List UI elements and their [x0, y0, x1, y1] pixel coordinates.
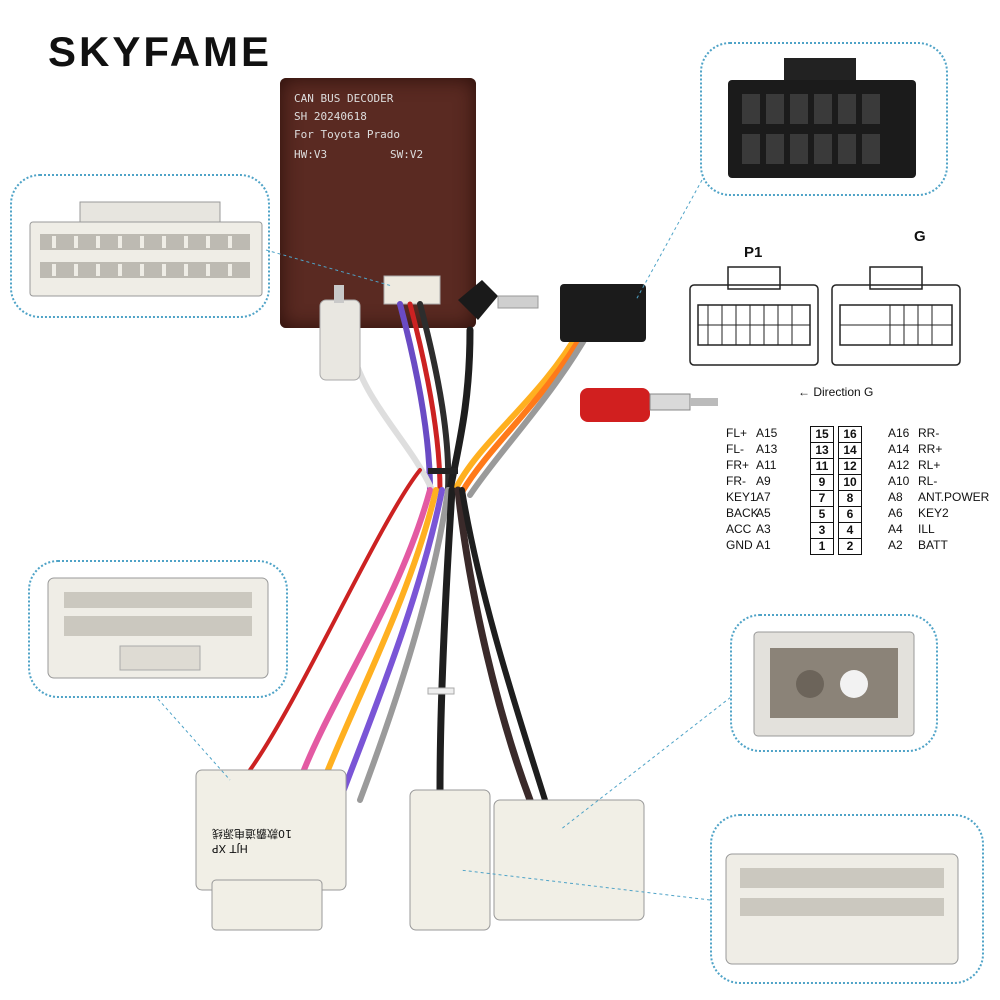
pin-code-left: A15 [756, 426, 778, 440]
pin-code-left: A11 [756, 458, 777, 472]
pin-cell: 7 [810, 490, 834, 507]
harness-plug-label: HJT XP 10款霸道电源线 [212, 826, 292, 855]
decoder-sw-version: SW:V2 [390, 148, 424, 161]
decoder-label-line1: CAN BUS DECODER [294, 92, 394, 105]
pin-code-left: A1 [756, 538, 771, 552]
pinout-diagram: FL+ A15 15 16 A16 RR- FL- A13 13 14 A14 … [718, 424, 998, 555]
cable-tie [427, 687, 455, 695]
pin-cell: 16 [838, 426, 862, 443]
pin-fn-left: BACK [726, 506, 759, 520]
pin-cell: 10 [838, 474, 862, 491]
pin-code-left: A5 [756, 506, 771, 520]
pin-cell: 13 [810, 442, 834, 459]
decoder-label-line3: For Toyota Prado [294, 128, 400, 141]
pin-fn-left: FR+ [726, 458, 750, 472]
connector-line-drawings [689, 266, 961, 366]
black-connector-view [728, 58, 916, 178]
brand-logo: SKYFAME [48, 28, 273, 75]
white-connector-side-view [29, 201, 263, 297]
black-iso-connector [560, 284, 646, 342]
inset-white-connector-mid-left [28, 560, 288, 698]
g-connector-label: G [914, 228, 926, 245]
inset-white-connector-bottom-right [710, 814, 984, 984]
harness-plug-label-line2: HJT XP [212, 842, 248, 855]
p1-connector-label: P1 [744, 244, 763, 261]
pin-fn-right: KEY2 [918, 506, 949, 520]
large-white-plug [493, 799, 645, 921]
pin-code-right: A8 [888, 490, 903, 504]
can-bus-decoder-box: CAN BUS DECODER SH 20240618 For Toyota P… [280, 78, 476, 328]
pin-fn-right: ILL [918, 522, 935, 536]
leader-lines [149, 179, 741, 901]
pin-fn-right: RL+ [918, 458, 941, 472]
pin-code-left: A3 [756, 522, 771, 536]
pin-code-left: A9 [756, 474, 771, 488]
small-white-plug [409, 789, 491, 931]
pin-code-right: A10 [888, 474, 910, 488]
pin-fn-left: FL- [726, 442, 744, 456]
pin-code-left: A13 [756, 442, 778, 456]
direction-g-label: ← Direction G [798, 385, 874, 399]
pin-fn-left: ACC [726, 522, 752, 536]
pin-code-right: A16 [888, 426, 910, 440]
pin-fn-right: RR+ [918, 442, 943, 456]
antenna-plug [458, 280, 539, 320]
pin-code-right: A4 [888, 522, 903, 536]
pin-fn-left: FR- [726, 474, 746, 488]
pin-code-right: A2 [888, 538, 903, 552]
harness-plug-label-line1: 10款霸道电源线 [212, 827, 292, 840]
pin-fn-right: ANT.POWER [918, 490, 990, 504]
white-connector-face [47, 577, 269, 679]
white-connector-front [725, 853, 959, 965]
pin-code-left: A7 [756, 490, 771, 504]
pin-fn-left: GND [726, 538, 753, 552]
rca-plug-white [319, 285, 361, 381]
pin-cell: 2 [838, 538, 862, 555]
pin-code-right: A6 [888, 506, 903, 520]
decoder-label-line2: SH 20240618 [294, 110, 367, 123]
pin-fn-right: BATT [918, 538, 948, 552]
pin-fn-left: FL+ [726, 426, 748, 440]
pin-code-right: A14 [888, 442, 910, 456]
wire-bundle [248, 301, 593, 804]
pin-fn-left: KEY1 [726, 490, 757, 504]
inset-black-connector-top-right [700, 42, 948, 196]
arrow-left-icon: ← [798, 385, 814, 399]
inset-white-connector-top-left [10, 174, 270, 318]
grey-connector-face [753, 631, 915, 737]
decoder-plug [383, 275, 441, 305]
rca-plug-red [580, 388, 718, 422]
pin-cell: 12 [838, 458, 862, 475]
pin-fn-right: RR- [918, 426, 940, 440]
pin-code-right: A12 [888, 458, 910, 472]
pin-cell: 1 [810, 538, 834, 555]
pin-fn-right: RL- [918, 474, 938, 488]
inset-grey-connector-mid-right [730, 614, 938, 752]
main-white-harness-plug [195, 769, 347, 931]
cable-tie [428, 468, 458, 474]
decoder-hw-version: HW:V3 [294, 148, 328, 161]
